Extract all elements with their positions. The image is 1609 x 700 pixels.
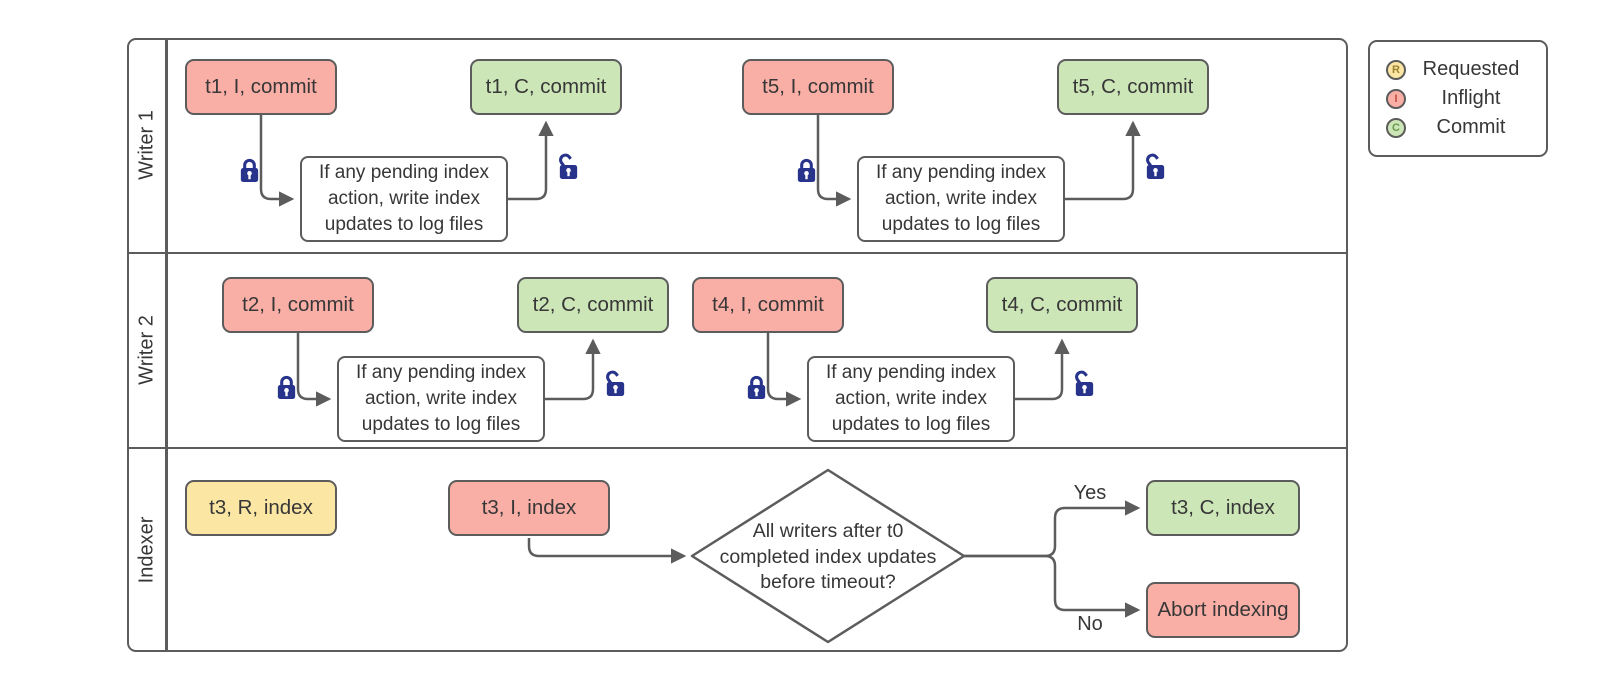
decision-diamond (690, 468, 966, 644)
lock-closed-icon (797, 158, 816, 182)
node-t3-inflight: t3, I, index (448, 480, 610, 536)
lock-open-icon (1146, 153, 1165, 179)
lock-open-icon (1075, 370, 1094, 396)
node-abort-indexing: Abort indexing (1146, 582, 1300, 638)
decision-text: All writers after t0 completed index upd… (719, 520, 937, 594)
yes-label: Yes (1073, 482, 1107, 504)
node-t3-requested: t3, R, index (185, 480, 337, 536)
legend: R Requested I Inflight C Commit (1368, 40, 1548, 157)
legend-item-requested: R Requested (1386, 58, 1536, 81)
node-condition-w1-1: If any pending index action, write index… (300, 156, 508, 242)
requested-state-icon: R (1386, 59, 1406, 80)
node-t2-inflight: t2, I, commit (222, 277, 374, 333)
node-condition-w2-2: If any pending index action, write index… (807, 356, 1015, 442)
node-condition-w1-2: If any pending index action, write index… (857, 156, 1065, 242)
swimlane-frame (127, 38, 1348, 652)
node-t1-commit: t1, C, commit (470, 59, 622, 115)
node-t5-commit: t5, C, commit (1057, 59, 1209, 115)
legend-item-commit: C Commit (1386, 116, 1536, 139)
node-t2-commit: t2, C, commit (517, 277, 669, 333)
lock-open-icon (606, 370, 625, 396)
lock-closed-icon (277, 375, 296, 399)
commit-state-icon: C (1386, 117, 1406, 138)
lane-divider-2 (127, 446, 1348, 449)
lock-closed-icon (240, 158, 259, 182)
node-t4-commit: t4, C, commit (986, 277, 1138, 333)
node-t5-inflight: t5, I, commit (742, 59, 894, 115)
lock-closed-icon (747, 375, 766, 399)
legend-label: Inflight (1441, 87, 1501, 109)
node-t1-inflight: t1, I, commit (185, 59, 337, 115)
inflight-state-icon: I (1386, 88, 1406, 109)
lane-divider-1 (127, 251, 1348, 254)
node-condition-w2-1: If any pending index action, write index… (337, 356, 545, 442)
no-label: No (1077, 613, 1103, 635)
node-t3-commit: t3, C, index (1146, 480, 1300, 536)
legend-label: Requested (1422, 58, 1520, 80)
lane-header-divider (165, 38, 168, 652)
lock-open-icon (559, 153, 578, 179)
node-t4-inflight: t4, I, commit (692, 277, 844, 333)
legend-label: Commit (1436, 116, 1506, 138)
legend-item-inflight: I Inflight (1386, 87, 1536, 110)
